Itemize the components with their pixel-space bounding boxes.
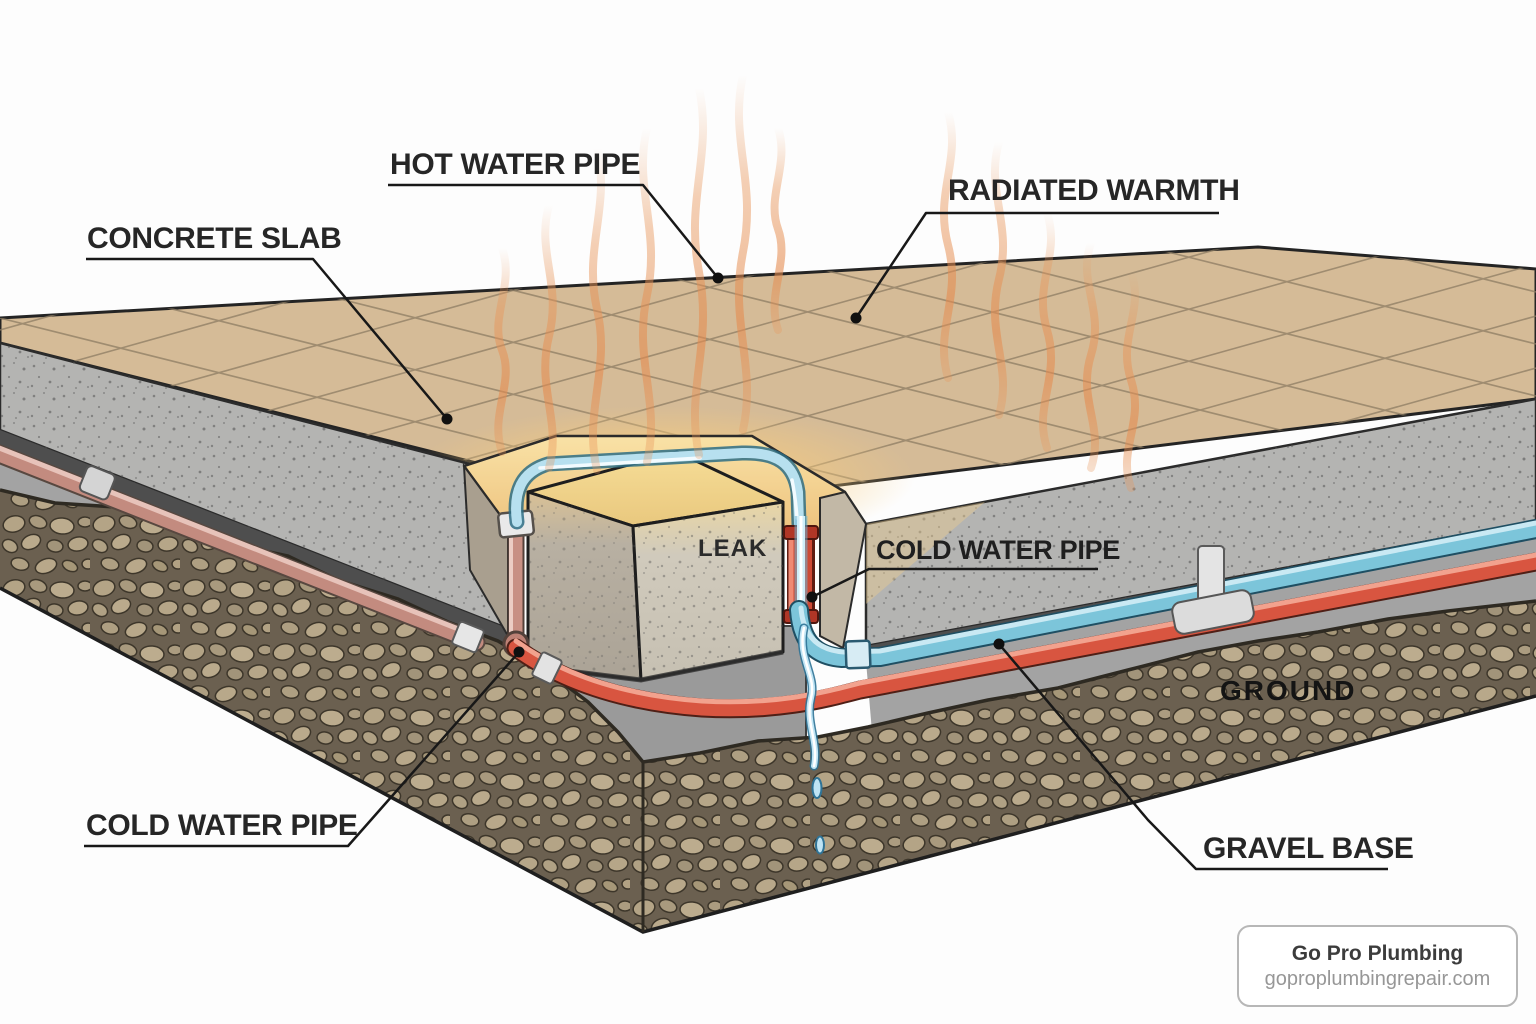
label-hot-water-pipe: HOT WATER PIPE: [390, 148, 641, 181]
branding-card: Go Pro Plumbing goproplumbingrepair.com: [1237, 925, 1518, 1007]
leak-water-stream: [798, 623, 820, 771]
water-droplets: [811, 777, 825, 855]
label-concrete-slab: CONCRETE SLAB: [87, 222, 342, 255]
label-radiated-warmth: RADIATED WARMTH: [948, 174, 1240, 207]
hot-pipe-coupling: [531, 651, 563, 685]
label-leak: LEAK: [698, 535, 768, 562]
tee-fitting: [1171, 589, 1255, 635]
leak-water-tube: [508, 445, 807, 532]
heat-waves: [494, 71, 1139, 492]
supply-riser: [507, 509, 525, 645]
leader-lines: [84, 183, 1388, 871]
leader-dots: [441, 272, 1005, 658]
cold-pipe-coupling: [844, 639, 872, 670]
label-gravel-base: GRAVEL BASE: [1203, 832, 1414, 865]
label-cold-water-pipe-upper: COLD WATER PIPE: [876, 535, 1121, 565]
label-cold-water-pipe-lower: COLD WATER PIPE: [86, 809, 358, 842]
cutaway-block: [526, 450, 785, 683]
brand-company-name: Go Pro Plumbing: [1291, 941, 1464, 965]
supply-pipe-left: [0, 444, 486, 652]
pipe-clamp: [78, 465, 116, 501]
brand-website-url: goproplumbingrepair.com: [1264, 968, 1491, 991]
pipe-coupling-left: [451, 620, 485, 654]
cold-water-pipe: [789, 519, 1536, 669]
label-ground: GROUND: [1220, 675, 1357, 706]
